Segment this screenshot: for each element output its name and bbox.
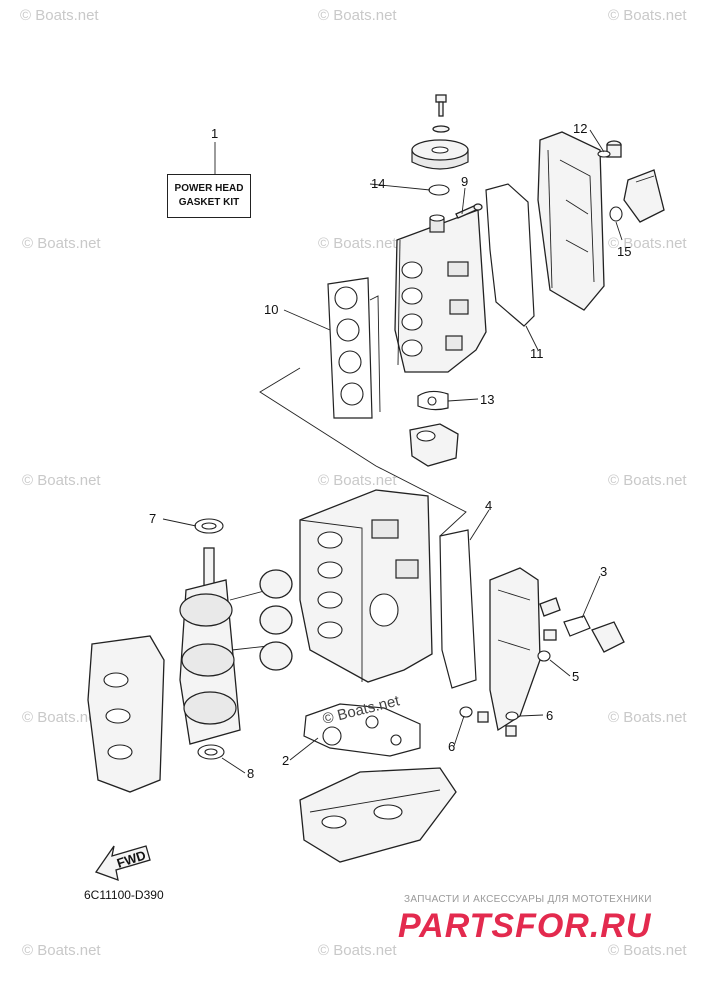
oil-filler-cap (597, 140, 622, 158)
callout-1: 1 (211, 126, 218, 141)
kit-label-line1: POWER HEAD (174, 183, 244, 194)
cylinder-head (394, 209, 487, 373)
callout-3: 3 (600, 564, 607, 579)
shop-tagline: ЗАПЧАСТИ И АКСЕССУАРЫ ДЛЯ МОТОТЕХНИКИ (404, 894, 652, 905)
oil-seal-7-inner (201, 522, 217, 530)
cam-pulley-assembly (411, 94, 469, 170)
watermark: © Boats.net (608, 235, 687, 252)
o-ring-6b (505, 711, 519, 721)
lower-mount (299, 767, 457, 863)
callout-11: 11 (530, 346, 544, 361)
watermark: © Boats.net (608, 942, 687, 959)
callout-7: 7 (149, 511, 156, 526)
cylinder-head-cover (537, 131, 605, 311)
watermark: © Boats.net (22, 472, 101, 489)
head-cover-gasket (485, 183, 535, 327)
callout-12: 12 (573, 121, 587, 136)
head-gasket (327, 277, 381, 419)
o-ring-5 (537, 650, 551, 662)
callout-5: 5 (572, 669, 579, 684)
shop-logo: PARTSFOR.RU (398, 907, 652, 945)
watermark: © Boats.net (608, 709, 687, 726)
watermark: © Boats.net (20, 7, 99, 24)
crankcase (87, 635, 165, 793)
callout-2: 2 (282, 753, 289, 768)
o-ring-6a (459, 706, 473, 718)
arrow-label: FWD (115, 847, 148, 870)
gasket-kit-label: POWER HEAD GASKET KIT (167, 174, 251, 218)
base-gasket (303, 703, 421, 757)
watermark: © Boats.net (22, 709, 101, 726)
watermark: © Boats.net (318, 7, 397, 24)
watermark: © Boats.net (318, 942, 397, 959)
callout-10: 10 (264, 302, 278, 317)
exhaust-cover (489, 567, 541, 732)
watermark: © Boats.net (22, 235, 101, 252)
callout-14: 14 (371, 176, 385, 191)
washer-14 (428, 184, 450, 196)
callout-9: 9 (461, 174, 468, 189)
callout-4: 4 (485, 498, 492, 513)
plug-bolt (505, 725, 517, 737)
leader-lines (162, 129, 623, 774)
callout-8: 8 (247, 766, 254, 781)
drawing-code: 6C11100-D390 (84, 888, 164, 902)
thermostat-cover (539, 597, 625, 653)
watermark: © Boats.net (318, 472, 397, 489)
callout-numbers: 1 2 3 4 5 6 6 7 8 9 10 11 12 13 14 15 (149, 121, 631, 781)
watermark: © Boats.net (22, 942, 101, 959)
forward-arrow-icon: FWD (94, 845, 151, 882)
cover-part (609, 169, 665, 223)
plug-bolt (477, 711, 489, 723)
watermark: © Boats.net (608, 472, 687, 489)
crankshaft-assembly (179, 547, 293, 745)
oil-seal-8-inner (204, 748, 218, 756)
watermark: © Boats.net (318, 235, 397, 252)
kit-label-line2: GASKET KIT (178, 197, 240, 208)
callout-6a: 6 (546, 708, 553, 723)
watermark: © Boats.net (608, 7, 687, 24)
bolt-9-head (473, 203, 483, 211)
exhaust-gasket (439, 529, 477, 689)
cylinder-block (299, 489, 433, 683)
callout-15: 15 (617, 244, 631, 259)
watermarks: © Boats.net © Boats.net © Boats.net © Bo… (20, 7, 687, 959)
callout-6b: 6 (448, 739, 455, 754)
callout-13: 13 (480, 392, 494, 407)
thermostat-housing (409, 390, 459, 467)
